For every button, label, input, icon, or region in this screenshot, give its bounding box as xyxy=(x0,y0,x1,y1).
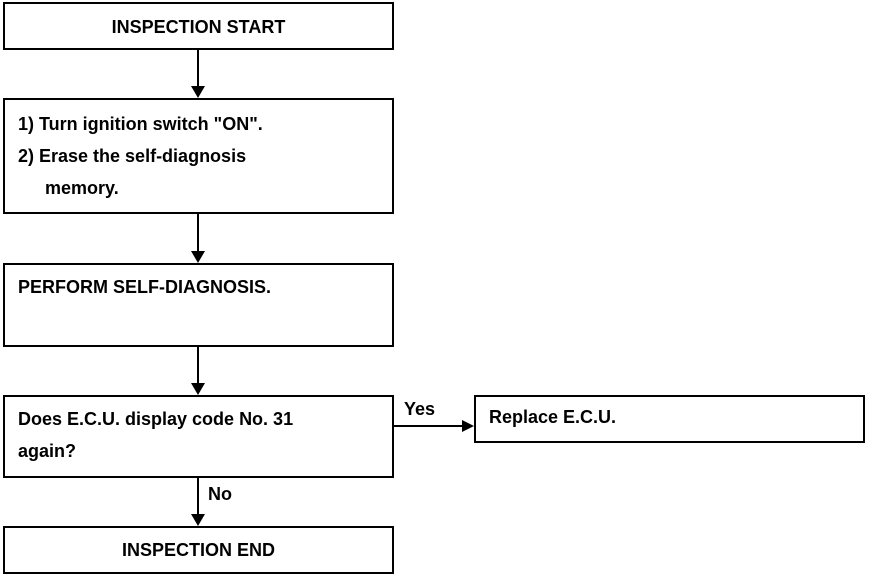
step1-line1: 1) Turn ignition switch "ON". xyxy=(18,114,263,134)
inspection-start-box: INSPECTION START xyxy=(3,2,394,50)
arrowhead-step1 xyxy=(191,86,205,98)
decision-line1: Does E.C.U. display code No. 31 xyxy=(18,409,294,429)
arrowhead-end xyxy=(191,514,205,526)
inspection-end-box: INSPECTION END xyxy=(3,526,394,574)
inspection-start-text: INSPECTION START xyxy=(111,17,286,37)
replace-ecu-box: Replace E.C.U. xyxy=(474,395,865,443)
decision-box: Does E.C.U. display code No. 31 again? xyxy=(3,395,394,478)
step2-box: PERFORM SELF-DIAGNOSIS. xyxy=(3,263,394,347)
inspection-end-text: INSPECTION END xyxy=(121,540,276,560)
step1-box: 1) Turn ignition switch "ON". 2) Erase t… xyxy=(3,98,394,214)
no-label: No xyxy=(208,484,232,504)
step1-line3: memory. xyxy=(45,178,119,198)
arrowhead-decision xyxy=(191,383,205,395)
replace-ecu-text: Replace E.C.U. xyxy=(489,407,617,427)
yes-label: Yes xyxy=(404,399,436,419)
arrowhead-step2 xyxy=(191,251,205,263)
step1-line2: 2) Erase the self-diagnosis xyxy=(18,146,247,166)
decision-line2: again? xyxy=(18,441,77,461)
arrowhead-replace xyxy=(462,420,474,432)
step2-text: PERFORM SELF-DIAGNOSIS. xyxy=(18,277,272,297)
